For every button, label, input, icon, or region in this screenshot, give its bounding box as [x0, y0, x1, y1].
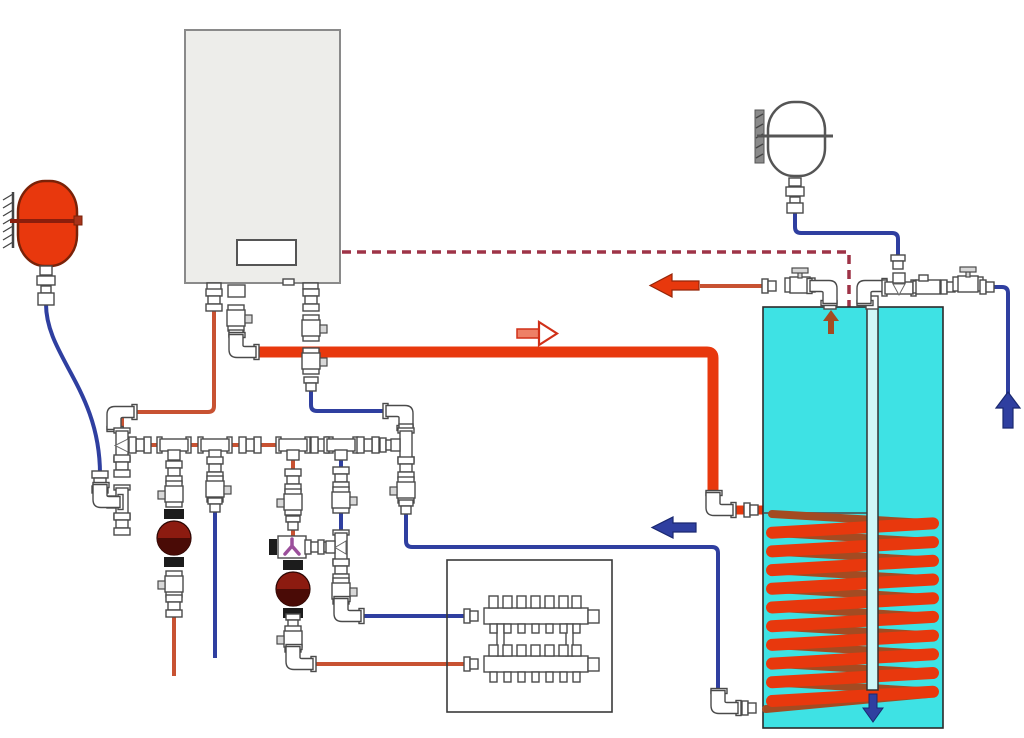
dhw-elbow: [806, 277, 838, 307]
boiler-stub-4: [302, 282, 319, 290]
port4-valve-upper: [301, 314, 328, 342]
row-tee-pump1: [156, 436, 192, 461]
pump-1: [156, 508, 192, 568]
tank-rise-arrow: [823, 310, 839, 334]
heating-coil: [762, 510, 939, 713]
manifold-stubs: [489, 623, 581, 683]
boiler-display: [236, 239, 297, 266]
port2-valve: [226, 304, 253, 332]
cold-fitting: [979, 279, 995, 295]
port4-union: [302, 288, 320, 312]
pump1-valve-bottom: [157, 570, 184, 598]
coil-inlet-elbow: [705, 489, 737, 519]
manifold-return-fitting: [463, 656, 479, 672]
boiler-port1-pipe: [120, 310, 216, 440]
manifold-col-flow-arrow-icon: [334, 540, 347, 555]
manifold-cabinet: [446, 559, 613, 713]
vessel-stem: [785, 177, 805, 214]
three-way-mixing-valve: [267, 534, 308, 560]
vessel-shell: [766, 100, 827, 178]
expansion-tank-shell: [16, 179, 79, 268]
mix-side-fitting-1: [304, 539, 320, 555]
pump1-valve-top: [157, 480, 184, 508]
pump-2: [275, 559, 311, 619]
expansion-tank-stem: [36, 265, 56, 306]
port2-elbow: [228, 331, 260, 361]
manifold-supply-fitting: [463, 608, 479, 624]
cabinet-box: [446, 559, 613, 713]
coil-return-pipe: [404, 450, 720, 692]
manifold-col-union-top: [332, 466, 350, 490]
row-tee-manifold: [323, 436, 359, 461]
mix-union-top: [284, 468, 302, 492]
coil-inlet-fitting: [743, 502, 759, 518]
row-union-2: [238, 436, 262, 454]
manifold-flow-meters: [488, 595, 582, 609]
expansion-tank-pipe: [44, 303, 102, 475]
radiator-cap: [207, 497, 223, 513]
expansion-tank-band-nub: [73, 215, 83, 226]
safety-dashed-line: [342, 250, 851, 341]
pump1-union-bottom: [165, 594, 183, 618]
return-cap-bottom: [398, 499, 414, 515]
mix-valve-top: [276, 488, 303, 516]
storage-tank: [762, 295, 944, 729]
boiler-stub-3: [282, 278, 295, 286]
manifold: [463, 595, 600, 683]
return-valve: [389, 476, 416, 504]
pump1-union-top: [165, 460, 183, 484]
vessel-tee-flow-arrow-icon: [892, 283, 906, 297]
left-bottom-union: [113, 512, 131, 536]
mix-cap: [285, 515, 301, 531]
dip-tube-arrow: [862, 693, 884, 723]
heating-expansion-tank: [2, 179, 83, 306]
coil-outlet-elbow: [710, 687, 742, 717]
fittings: [91, 254, 995, 717]
dhw-outlet-arrow-icon: [648, 273, 700, 298]
wall-bracket-hatch: [2, 193, 14, 249]
row-union-4: [356, 436, 380, 454]
row-left-flow-arrow-icon: [113, 438, 129, 453]
dhw-fitting: [761, 278, 777, 294]
return-union: [397, 456, 415, 480]
cold-feed-pipe: [994, 285, 1010, 400]
coil-return-arrow-icon: [650, 516, 697, 539]
vessel-pipe: [793, 211, 900, 256]
cold-feed-arrow-icon: [994, 391, 1022, 429]
supply-flow-arrow-icon: [516, 319, 560, 348]
pump2-elbow: [285, 643, 317, 673]
cold-ball-valve: [952, 266, 984, 293]
left-union: [113, 454, 131, 478]
manifold-col-elbow: [333, 595, 365, 625]
manifold-valve-caps: [488, 644, 582, 657]
coil-outlet-fitting: [741, 700, 757, 716]
dhw-expansion-vessel: [754, 100, 833, 214]
vessel-line-fitting: [890, 254, 906, 270]
row-union-1: [128, 436, 152, 454]
check-valve: [912, 274, 944, 295]
dip-tube: [866, 306, 879, 691]
flow-arrows: [516, 273, 1022, 539]
row-tee-pump2: [275, 436, 311, 461]
port1-union: [205, 288, 223, 312]
port4-cap: [303, 376, 319, 392]
port2-block: [227, 284, 246, 298]
manifold-col-valve-top: [331, 486, 358, 514]
boiler: [184, 29, 341, 291]
boiler-supply-hot-pipe: [252, 346, 719, 499]
